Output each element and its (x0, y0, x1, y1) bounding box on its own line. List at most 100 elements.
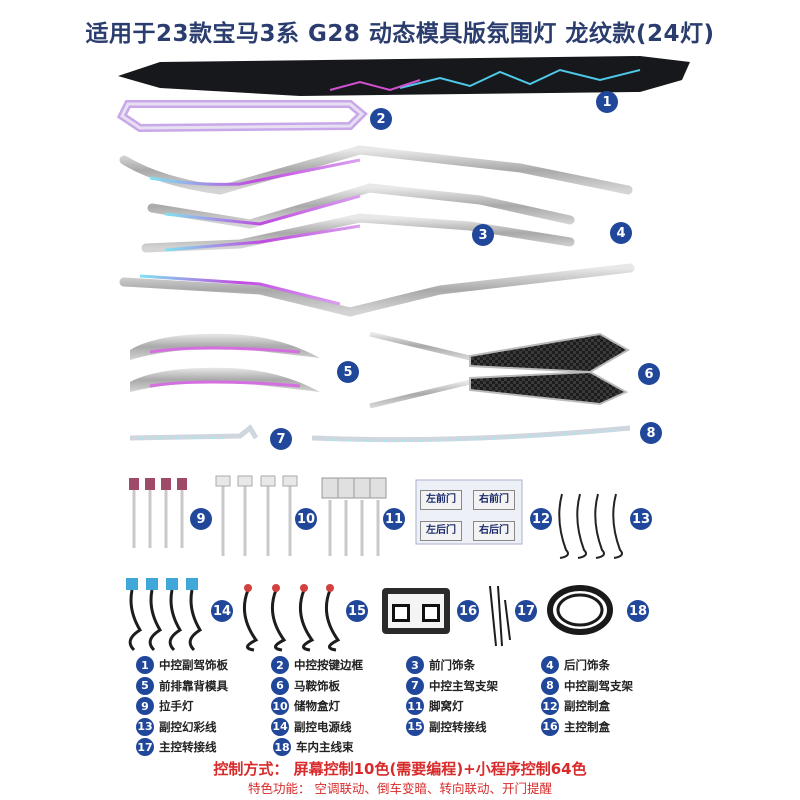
legend-row: 13 副控幻彩线 14 副控电源线 15 副控转接线 16 主控制盒 (136, 717, 676, 738)
legend-number: 12 (541, 697, 559, 716)
legend-label: 马鞍饰板 (294, 678, 340, 693)
legend-label: 脚窝灯 (429, 699, 464, 714)
part-badge: 2 (370, 108, 392, 130)
part-17-main-adapter (489, 585, 511, 647)
legend-label: 中控副驾支架 (564, 678, 633, 693)
legend-item: 8 中控副驾支架 (541, 676, 676, 695)
legend-item: 14 副控电源线 (271, 717, 406, 736)
part-5-seat-back-moldings (130, 333, 320, 392)
legend-number: 8 (541, 676, 559, 695)
legend-number: 13 (136, 717, 154, 736)
part-badge: 15 (346, 600, 368, 622)
legend-label: 车内主线束 (296, 740, 354, 755)
legend-label: 前排靠背模具 (159, 678, 228, 693)
parts-legend: 1 中控副驾饰板 2 中控按键边框 3 前门饰条 4 后门饰条 5 前排靠背模具 6 马鞍饰… (136, 655, 676, 758)
part-badge: 8 (640, 422, 662, 444)
legend-number: 6 (271, 676, 289, 695)
legend-number: 16 (541, 717, 559, 736)
legend-number: 15 (406, 717, 424, 736)
control-method-text: 控制方式： 屏幕控制10色(需要编程)+小程序控制64色 (213, 760, 587, 778)
part-badge: 12 (530, 508, 552, 530)
legend-row: 5 前排靠背模具 6 马鞍饰板 7 中控主驾支架 8 中控副驾支架 (136, 676, 676, 697)
legend-row: 17 主控转接线 18 车内主线束 (136, 737, 676, 758)
part-badge: 16 (457, 600, 479, 622)
part-badge: 4 (610, 222, 632, 244)
legend-label: 副控制盒 (564, 699, 610, 714)
legend-item: 2 中控按键边框 (271, 656, 406, 675)
part-badge: 9 (190, 508, 212, 530)
legend-label: 主控转接线 (159, 740, 217, 755)
part-6-saddle-trims (369, 331, 631, 409)
legend-number: 11 (406, 697, 424, 716)
legend-label: 拉手灯 (159, 699, 194, 714)
legend-label: 副控转接线 (429, 719, 487, 734)
features-text: 特色功能： 空调联动、倒车变暗、转向联动、开门提醒 (248, 781, 552, 796)
part-badge: 6 (638, 363, 660, 385)
part-2-button-frame (116, 100, 368, 133)
legend-number: 14 (271, 717, 289, 736)
legend-number: 5 (136, 676, 154, 695)
door-label-front-right: 右前门 (473, 490, 515, 510)
legend-number: 4 (541, 656, 559, 675)
legend-label: 副控电源线 (294, 719, 352, 734)
part-11-footwell-lights (321, 477, 387, 556)
legend-item: 9 拉手灯 (136, 697, 271, 716)
part-badge: 5 (337, 361, 359, 383)
legend-number: 3 (406, 656, 424, 675)
page-title: 适用于23款宝马3系 G28 动态模具版氛围灯 龙纹款(24灯) (85, 21, 715, 47)
legend-item: 1 中控副驾饰板 (136, 656, 271, 675)
part-badge: 18 (627, 600, 649, 622)
legend-number: 9 (136, 697, 154, 716)
legend-label: 副控幻彩线 (159, 719, 217, 734)
legend-item: 5 前排靠背模具 (136, 676, 271, 695)
part-badge: 7 (270, 428, 292, 450)
part-badge: 3 (472, 224, 494, 246)
part-badge: 1 (596, 91, 618, 113)
legend-label: 主控制盒 (564, 719, 610, 734)
legend-item: 16 主控制盒 (541, 717, 676, 736)
legend-number: 2 (271, 656, 289, 675)
legend-number: 18 (273, 738, 291, 757)
legend-number: 10 (271, 697, 289, 716)
part-3-4-door-trims (119, 145, 635, 317)
part-badge: 14 (211, 600, 233, 622)
legend-item: 12 副控制盒 (541, 697, 676, 716)
legend-item: 7 中控主驾支架 (406, 676, 541, 695)
part-18-main-harness (547, 585, 613, 635)
legend-item: 3 前门饰条 (406, 656, 541, 675)
legend-label: 后门饰条 (564, 658, 610, 673)
part-badge: 11 (383, 508, 405, 530)
part-14-power-harness (126, 578, 203, 652)
part-badge: 10 (295, 508, 317, 530)
legend-item: 15 副控转接线 (406, 717, 541, 736)
part-15-adapter-harness (242, 584, 341, 652)
part-16-main-control-box (382, 588, 450, 634)
legend-label: 中控主驾支架 (429, 678, 498, 693)
legend-item: 17 主控转接线 (136, 738, 273, 757)
part-7-driver-bracket (129, 424, 259, 441)
part-badge: 13 (630, 508, 652, 530)
legend-number: 7 (406, 676, 424, 695)
legend-label: 储物盒灯 (294, 699, 340, 714)
part-10-storage-lights (215, 475, 298, 556)
legend-number: 17 (136, 738, 154, 757)
part-badge: 17 (515, 600, 537, 622)
door-label-rear-right: 右后门 (473, 521, 515, 541)
legend-label: 中控按键边框 (294, 658, 363, 673)
part-9-handle-lights (129, 478, 187, 548)
legend-item: 11 脚窝灯 (406, 697, 541, 716)
legend-row: 1 中控副驾饰板 2 中控按键边框 3 前门饰条 4 后门饰条 (136, 655, 676, 676)
part-1-dashboard-panel (118, 56, 690, 96)
legend-item: 4 后门饰条 (541, 656, 676, 675)
legend-item: 10 储物盒灯 (271, 697, 406, 716)
part-8-passenger-bracket (311, 425, 631, 443)
legend-item: 18 车内主线束 (273, 738, 410, 757)
legend-label: 前门饰条 (429, 658, 475, 673)
door-label-front-left: 左前门 (420, 490, 462, 510)
legend-label: 中控副驾饰板 (159, 658, 228, 673)
door-label-rear-left: 左后门 (420, 521, 462, 541)
legend-item: 13 副控幻彩线 (136, 717, 271, 736)
legend-row: 9 拉手灯 10 储物盒灯 11 脚窝灯 12 副控制盒 (136, 696, 676, 717)
legend-number: 1 (136, 656, 154, 675)
